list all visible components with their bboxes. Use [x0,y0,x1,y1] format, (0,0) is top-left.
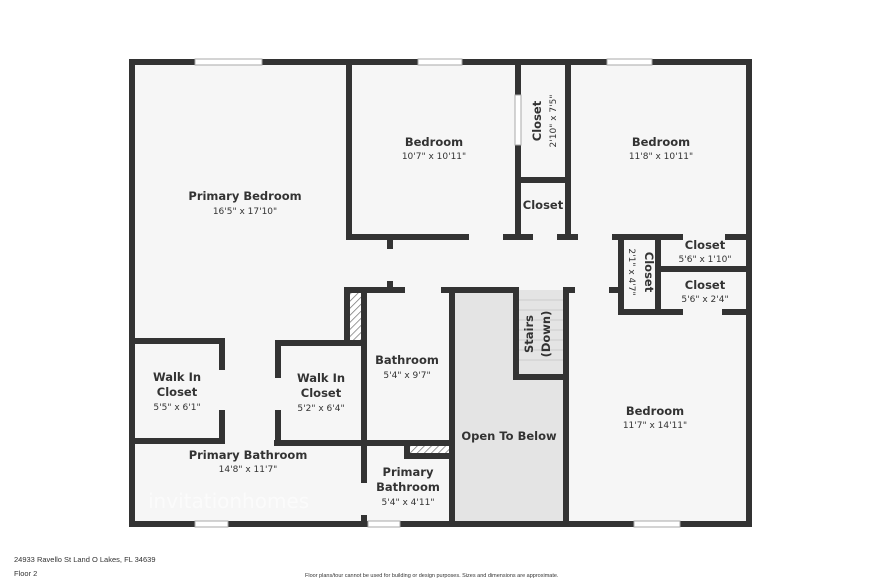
room-label: Bathroom [376,480,440,494]
room-label: Walk In [297,371,345,385]
room-dims: 5'5" x 6'1" [153,403,200,413]
room-label: Bedroom [632,135,690,149]
room-label: Bathroom [375,353,439,367]
room-dims: 5'6" x 2'4" [681,295,728,305]
room-dims: 5'6" x 1'10" [679,255,732,265]
room-label: Bedroom [405,135,463,149]
stairs-treads [519,299,563,361]
room-label: Open To Below [461,429,557,443]
room-label: Primary Bathroom [189,448,308,462]
room-dims: 5'2" x 6'4" [297,404,344,414]
floor-label: Floor 2 [14,569,38,578]
room-label: Closet [301,386,342,400]
room-dims: 5'4" x 9'7" [383,371,430,381]
room-label: Closet [157,385,198,399]
open-to-below-area [452,290,566,524]
walls [129,59,752,527]
room-label: Stairs [522,315,536,353]
disclaimer: Floor plans/tour cannot be used for buil… [305,573,559,579]
room-label: Closet [642,252,656,293]
room-label: Closet [523,198,564,212]
room-dims: 2'1" x 4'7" [626,248,636,295]
room-dims: 10'7" x 10'11" [402,152,466,162]
watermark-logo: invitationhomes [148,489,309,513]
room-label: Bedroom [626,404,684,418]
room-label: (Down) [539,311,553,358]
room-dims: 5'4" x 4'11" [382,498,435,508]
windows [194,58,681,528]
room-label: Closet [530,100,544,141]
room-dims: 14'8" x 11'7" [219,465,278,475]
address: 24933 Ravello St Land O Lakes, FL 34639 [14,555,156,564]
room-dims: 11'7" x 14'11" [623,421,687,431]
room-label: Closet [685,278,726,292]
room-label: Primary [383,465,434,479]
room-dims: 2'10" x 7'5" [549,95,559,148]
room-label: Walk In [153,370,201,384]
room-dims: 16'5" x 17'10" [213,207,277,217]
room-label: Closet [685,238,726,252]
room-label: Primary Bedroom [188,189,301,203]
hatched-chase [410,446,450,455]
room-dims: 11'8" x 10'11" [629,152,693,162]
hatched-chase [348,292,362,340]
